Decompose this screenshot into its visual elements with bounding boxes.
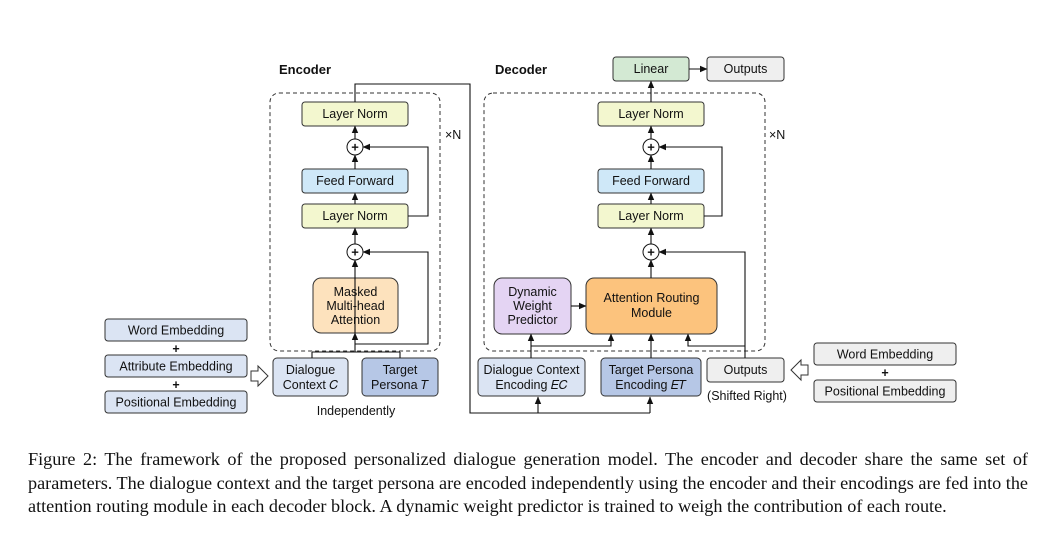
decoder-outputs-top-label: Outputs	[724, 62, 768, 76]
encoder-attribute-embedding-label: Attribute Embedding	[119, 360, 232, 374]
encoder-positional-embedding	[104, 390, 248, 414]
decoder-predictor-line-1: Dynamic	[508, 285, 557, 299]
edge-dec-residual-mid	[658, 248, 746, 358]
decoder-context-encoding-line-2: Encoding 𝐸𝐶	[495, 378, 568, 392]
decoder-context-encoding-line-1: Dialogue Context	[484, 363, 580, 377]
encoder-repeat-label: ×N	[445, 128, 461, 142]
decoder-input-hollow-arrow	[790, 358, 809, 382]
caption-label: Figure 2:	[28, 449, 98, 469]
decoder-feed-forward-label: Feed Forward	[612, 174, 690, 188]
encoder-positional-embedding-label: Positional Embedding	[116, 396, 237, 410]
decoder-persona-encoding-line-2: Encoding 𝐸𝑇	[615, 378, 688, 392]
encoder-context-input	[272, 357, 349, 397]
encoder-persona-line-1: Target	[383, 363, 418, 377]
edge-enc-output-to-context-encoding	[354, 83, 542, 414]
edge-enc-residual-mid	[355, 248, 429, 345]
encoder-embedding-plus-2: +	[172, 378, 179, 392]
encoder-title: Encoder	[279, 62, 331, 77]
figure-caption: Figure 2: The framework of the proposed …	[28, 448, 1028, 519]
framework-diagram: Encoder ×N Layer Norm + Feed Forward Lay…	[104, 56, 957, 418]
encoder-embedding-plus-1: +	[172, 342, 179, 356]
encoder-context-line-1: Dialogue	[286, 363, 335, 377]
caption-text: The framework of the proposed personaliz…	[28, 449, 1028, 516]
encoder-attribute-embedding	[104, 354, 248, 378]
decoder-outputs-bottom-label: Outputs	[724, 363, 768, 377]
encoder-add-symbol-top: +	[351, 140, 359, 155]
encoder-layer-norm-mid-label: Layer Norm	[322, 209, 387, 223]
decoder-layer-norm-top-label: Layer Norm	[618, 107, 683, 121]
encoder-add-symbol-mid: +	[351, 245, 359, 260]
decoder-title: Decoder	[495, 62, 547, 77]
decoder-positional-embedding-label: Positional Embedding	[825, 385, 946, 399]
decoder-layer-norm-mid-label: Layer Norm	[618, 209, 683, 223]
decoder-routing-line-2: Module	[631, 306, 672, 320]
encoder-word-embedding	[104, 318, 248, 342]
encoder-layer-norm-top-label: Layer Norm	[322, 107, 387, 121]
encoder-input-hollow-arrow	[250, 364, 269, 388]
decoder-add-symbol-mid: +	[647, 245, 655, 260]
encoder-word-embedding-label: Word Embedding	[128, 324, 224, 338]
encoder-feed-forward-label: Feed Forward	[316, 174, 394, 188]
decoder-routing-line-1: Attention Routing	[604, 291, 700, 305]
decoder-add-symbol-top: +	[647, 140, 655, 155]
encoder-persona-line-2: Persona 𝑇	[371, 378, 430, 392]
encoder-context-line-2: Context 𝐶	[283, 378, 339, 392]
edge-dec-residual-top	[658, 143, 723, 217]
decoder-repeat-label: ×N	[769, 128, 785, 142]
decoder-shifted-right-label: (Shifted Right)	[707, 389, 787, 403]
edge-enc-residual-top	[362, 143, 429, 217]
decoder-embedding-plus: +	[881, 366, 888, 380]
decoder-predictor-line-2: Weight	[513, 299, 552, 313]
encoder-independently-label: Independently	[317, 404, 396, 418]
decoder-positional-embedding	[813, 379, 957, 403]
edge-dec-context-to-routing	[531, 333, 615, 347]
decoder-linear-label: Linear	[634, 62, 669, 76]
edge-dec-outputs-to-routing	[684, 333, 745, 347]
decoder-predictor-line-3: Predictor	[507, 313, 557, 327]
decoder-persona-encoding-line-1: Target Persona	[609, 363, 694, 377]
decoder-word-embedding-label: Word Embedding	[837, 348, 933, 362]
decoder-word-embedding	[813, 342, 957, 366]
